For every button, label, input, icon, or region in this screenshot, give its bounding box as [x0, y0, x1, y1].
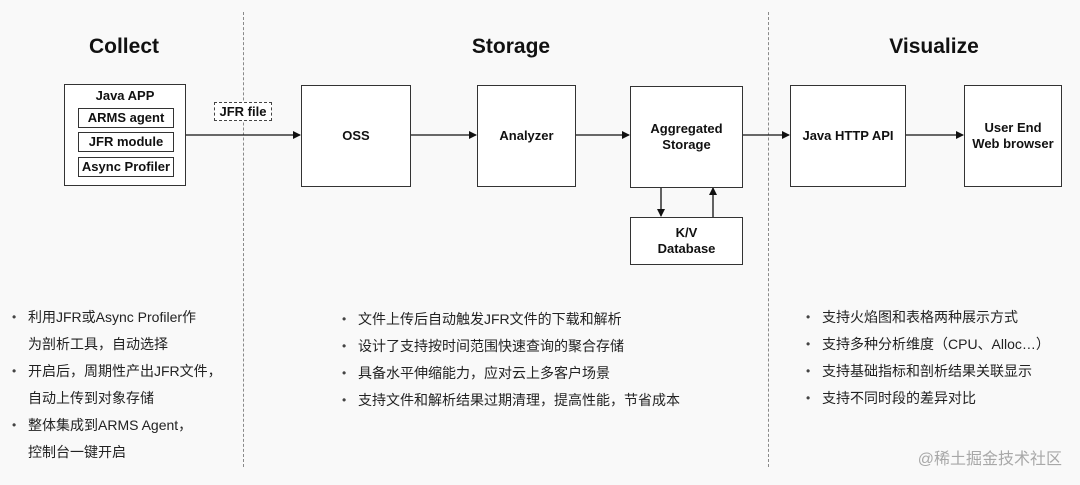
- section-title-storage: Storage: [471, 35, 551, 58]
- bullet-dot: •: [342, 393, 347, 407]
- collect-bullet-1-line1: 利用JFR或Async Profiler作: [28, 309, 197, 325]
- bullet-dot: •: [806, 337, 811, 351]
- bullet-dot: •: [342, 339, 347, 353]
- storage-bullet-4-text: 支持文件和解析结果过期清理，提高性能，节省成本: [358, 392, 680, 408]
- storage-bullet-2: • 设计了支持按时间范围快速查询的聚合存储: [338, 333, 680, 360]
- section-title-collect: Collect: [88, 35, 159, 58]
- java-app-box: Java APP ARMS agent JFR module Async Pro…: [64, 84, 186, 186]
- watermark: @稀土掘金技术社区: [917, 451, 1062, 468]
- java-http-api-node: Java HTTP API: [790, 85, 906, 187]
- collect-bullet-3-line1: 整体集成到ARMS Agent，: [28, 417, 193, 433]
- module-jfr: JFR module: [78, 132, 174, 152]
- kv-database-label-line2: Database: [657, 241, 716, 256]
- jfr-file-label: JFR file: [214, 102, 272, 121]
- module-async-profiler: Async Profiler: [78, 157, 174, 177]
- user-end-node: User End Web browser: [964, 85, 1062, 187]
- visualize-bullet-4: • 支持不同时段的差异对比: [802, 385, 1050, 412]
- storage-bullet-list: • 文件上传后自动触发JFR文件的下载和解析 • 设计了支持按时间范围快速查询的…: [338, 306, 680, 414]
- storage-bullet-3: • 具备水平伸缩能力，应对云上多客户场景: [338, 360, 680, 387]
- java-http-api-label: Java HTTP API: [802, 128, 894, 143]
- storage-bullet-3-text: 具备水平伸缩能力，应对云上多客户场景: [358, 365, 610, 381]
- collect-bullet-3-line2: 控制台一键开启: [28, 444, 126, 460]
- collect-bullet-3: • 整体集成到ARMS Agent， 控制台一键开启: [8, 412, 222, 466]
- aggregated-storage-label-line2: Storage: [662, 137, 711, 152]
- collect-bullet-2-line1: 开启后，周期性产出JFR文件，: [28, 363, 222, 379]
- user-end-label-line2: Web browser: [972, 136, 1054, 151]
- collect-bullet-1-line2: 为剖析工具，自动选择: [28, 336, 168, 352]
- analyzer-label: Analyzer: [499, 128, 554, 143]
- section-divider-right: [768, 12, 769, 467]
- visualize-bullet-2: • 支持多种分析维度（CPU、Alloc…）: [802, 331, 1050, 358]
- visualize-bullet-1: • 支持火焰图和表格两种展示方式: [802, 304, 1050, 331]
- bullet-dot: •: [342, 366, 347, 380]
- visualize-bullet-2-text: 支持多种分析维度（CPU、Alloc…）: [822, 336, 1050, 352]
- storage-bullet-1: • 文件上传后自动触发JFR文件的下载和解析: [338, 306, 680, 333]
- collect-bullet-1: • 利用JFR或Async Profiler作 为剖析工具，自动选择: [8, 304, 222, 358]
- bullet-dot: •: [12, 310, 17, 324]
- kv-database-label-line1: K/V: [675, 225, 698, 240]
- storage-bullet-2-text: 设计了支持按时间范围快速查询的聚合存储: [358, 338, 624, 354]
- collect-bullet-2-line2: 自动上传到对象存储: [28, 390, 154, 406]
- visualize-bullet-3: • 支持基础指标和剖析结果关联显示: [802, 358, 1050, 385]
- aggregated-storage-label-line1: Aggregated: [650, 121, 723, 136]
- java-app-title: Java APP: [95, 88, 155, 103]
- visualize-bullet-3-text: 支持基础指标和剖析结果关联显示: [822, 363, 1032, 379]
- kv-database-node: K/V Database: [630, 217, 743, 265]
- section-title-visualize: Visualize: [889, 35, 979, 58]
- oss-label: OSS: [342, 128, 370, 143]
- visualize-bullet-1-text: 支持火焰图和表格两种展示方式: [822, 309, 1018, 325]
- collect-bullet-2: • 开启后，周期性产出JFR文件， 自动上传到对象存储: [8, 358, 222, 412]
- bullet-dot: •: [12, 418, 17, 432]
- storage-bullet-1-text: 文件上传后自动触发JFR文件的下载和解析: [358, 311, 622, 327]
- oss-node: OSS: [301, 85, 411, 187]
- aggregated-storage-node: Aggregated Storage: [630, 86, 743, 188]
- analyzer-node: Analyzer: [477, 85, 576, 187]
- bullet-dot: •: [12, 364, 17, 378]
- storage-bullet-4: • 支持文件和解析结果过期清理，提高性能，节省成本: [338, 387, 680, 414]
- user-end-label-line1: User End: [984, 120, 1042, 135]
- section-divider-left: [243, 12, 244, 467]
- collect-bullet-list: • 利用JFR或Async Profiler作 为剖析工具，自动选择 • 开启后…: [8, 304, 222, 466]
- bullet-dot: •: [806, 364, 811, 378]
- module-arms-agent: ARMS agent: [78, 108, 174, 128]
- bullet-dot: •: [806, 391, 811, 405]
- bullet-dot: •: [342, 312, 347, 326]
- visualize-bullet-list: • 支持火焰图和表格两种展示方式 • 支持多种分析维度（CPU、Alloc…） …: [802, 304, 1050, 412]
- visualize-bullet-4-text: 支持不同时段的差异对比: [822, 390, 976, 406]
- bullet-dot: •: [806, 310, 811, 324]
